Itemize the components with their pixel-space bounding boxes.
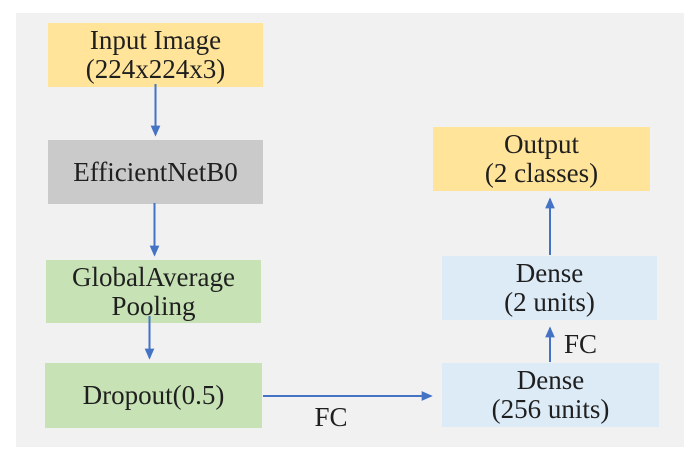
node-label: EfficientNetB0 <box>73 156 238 187</box>
node-sublabel: Pooling <box>111 290 196 321</box>
node-output: Output (2 classes) <box>433 127 650 191</box>
node-label: GlobalAverage <box>72 261 235 292</box>
node-efficientnetb0: EfficientNetB0 <box>48 140 263 204</box>
edge-label-fc-dense256-to-dense2: FC <box>563 329 598 359</box>
edge-label-fc-dropout-to-dense256: FC <box>314 402 348 432</box>
node-sublabel: (224x224x3) <box>85 54 226 84</box>
node-label: Output <box>503 129 579 159</box>
node-label: Dense <box>516 365 585 395</box>
node-dense-256: Dense (256 units) <box>442 363 659 427</box>
node-dense-2: Dense (2 units) <box>442 256 657 320</box>
node-sublabel: (2 classes) <box>484 158 599 188</box>
node-label: Dense <box>515 258 584 288</box>
node-global-average-pooling: GlobalAverage Pooling <box>46 260 261 323</box>
node-sublabel: (2 units) <box>504 287 595 317</box>
node-label: Dropout(0.5) <box>82 380 225 410</box>
node-label: Input Image <box>89 25 222 55</box>
node-input-image: Input Image (224x224x3) <box>48 23 263 87</box>
node-sublabel: (256 units) <box>491 394 610 424</box>
node-dropout: Dropout(0.5) <box>45 363 262 428</box>
